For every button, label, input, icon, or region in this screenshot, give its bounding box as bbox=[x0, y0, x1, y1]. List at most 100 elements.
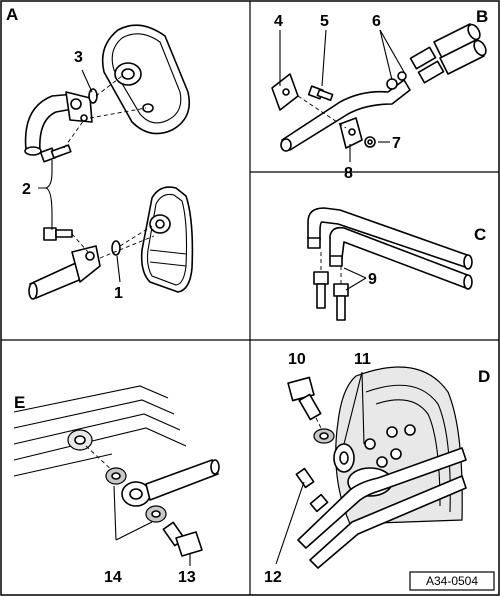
clip-6 bbox=[386, 78, 398, 90]
upper-cover-inner bbox=[111, 33, 182, 124]
bolt-9a-head bbox=[313, 271, 329, 285]
line-tube-end bbox=[280, 138, 292, 152]
lower-flange-boss bbox=[85, 251, 95, 261]
upper-cover-bore bbox=[121, 68, 135, 80]
leader-12 bbox=[275, 481, 305, 565]
leader-14a bbox=[113, 485, 117, 541]
housing-bolt-3 bbox=[390, 448, 402, 460]
section-label-b: B bbox=[476, 7, 488, 26]
bracket-hole bbox=[282, 88, 290, 96]
hose-upper-end bbox=[467, 23, 481, 41]
nut-7-bore bbox=[367, 139, 373, 145]
upper-flange-boss bbox=[70, 98, 82, 110]
housing-rib-5 bbox=[13, 453, 113, 477]
housing-rib-4 bbox=[13, 427, 187, 461]
lower-bolt-shank bbox=[55, 229, 73, 238]
section-label-a: A bbox=[6, 5, 18, 24]
bolt-10-shank bbox=[298, 393, 322, 421]
line-tube-lower bbox=[329, 226, 471, 289]
leader-2-lower bbox=[38, 187, 53, 230]
lower-projection bbox=[119, 225, 153, 247]
figure-ref: A34-0504 bbox=[426, 574, 478, 588]
union-fitting-lower bbox=[417, 60, 445, 84]
lower-projection-2 bbox=[99, 235, 155, 259]
b-projection bbox=[297, 95, 347, 129]
callout-14: 14 bbox=[104, 569, 122, 586]
section-e-illustration bbox=[13, 385, 220, 566]
callout-12: 12 bbox=[264, 569, 282, 586]
mounting-bracket-hole bbox=[348, 128, 356, 136]
section-a-illustration bbox=[24, 24, 194, 300]
bolt-9b-head bbox=[333, 283, 349, 297]
leader-6b bbox=[379, 29, 405, 73]
section-c-illustration bbox=[307, 207, 473, 321]
upper-flange-hole bbox=[80, 114, 88, 122]
callout-7: 7 bbox=[392, 135, 401, 152]
housing-bolt-1 bbox=[386, 426, 398, 438]
section-label-e: E bbox=[14, 393, 25, 412]
upper-projection bbox=[95, 75, 123, 97]
washer-14b-bore bbox=[151, 510, 161, 518]
callout-13: 13 bbox=[178, 569, 196, 586]
washer-14a-bore bbox=[111, 472, 121, 480]
e-projection bbox=[85, 445, 115, 473]
callout-2: 2 bbox=[22, 181, 31, 198]
lower-cover-bore bbox=[155, 219, 165, 229]
fitting-lower bbox=[329, 255, 343, 267]
section-b-illustration bbox=[271, 23, 487, 162]
leader-9a bbox=[343, 267, 367, 279]
banjo-union-bore bbox=[339, 451, 349, 465]
section-label-d: D bbox=[478, 367, 490, 386]
leader-2-upper bbox=[38, 160, 53, 189]
figure-ref-box bbox=[409, 571, 495, 591]
housing-rib-2 bbox=[13, 399, 175, 429]
callout-4: 4 bbox=[274, 13, 283, 30]
upper-cover-hole bbox=[142, 103, 154, 113]
housing-contour-2 bbox=[375, 399, 441, 507]
leader-11b bbox=[361, 371, 365, 445]
housing-contour-1 bbox=[365, 384, 451, 513]
lower-pipe-end bbox=[28, 282, 38, 300]
union-fitting-upper bbox=[409, 46, 437, 70]
section-label-c: C bbox=[474, 225, 486, 244]
hose-lower-end bbox=[473, 39, 487, 57]
housing-bolt-4 bbox=[376, 456, 388, 468]
leader-6a bbox=[379, 29, 393, 81]
line-clamp bbox=[309, 493, 329, 513]
fitting-upper bbox=[307, 237, 321, 249]
o-ring-1 bbox=[111, 240, 121, 256]
upper-cover-plate bbox=[101, 24, 191, 135]
bolt-9b-shank bbox=[336, 295, 346, 321]
housing-bolt-2 bbox=[404, 424, 416, 436]
banjo-bore bbox=[129, 488, 143, 500]
bolt-12 bbox=[295, 467, 315, 489]
o-ring-3 bbox=[88, 88, 98, 104]
callout-6: 6 bbox=[372, 13, 381, 30]
lower-cover-rib-2 bbox=[149, 261, 187, 267]
line-tube-lower-end bbox=[463, 274, 473, 290]
upper-projection-2 bbox=[89, 107, 147, 119]
upper-bolt-projection bbox=[63, 119, 85, 149]
leader-9b bbox=[345, 277, 367, 291]
callout-10: 10 bbox=[288, 351, 306, 368]
line-tube-upper-end bbox=[463, 254, 473, 270]
line-tube bbox=[281, 79, 411, 151]
housing-rib-3 bbox=[13, 413, 181, 445]
d-projection bbox=[315, 417, 323, 431]
housing-port-bore bbox=[74, 435, 86, 445]
leader-1 bbox=[116, 255, 121, 283]
upper-bolt-shank bbox=[50, 144, 72, 159]
callout-5: 5 bbox=[320, 13, 329, 30]
line-d-upper bbox=[297, 447, 467, 549]
housing-rib-1 bbox=[13, 385, 169, 413]
callout-1: 1 bbox=[114, 285, 123, 302]
bolt-9a-shank bbox=[316, 283, 326, 309]
lower-cover-rib-1 bbox=[149, 249, 187, 255]
leader-3 bbox=[81, 69, 93, 93]
washer-d-bore bbox=[319, 432, 329, 440]
upper-elbow-end bbox=[24, 146, 42, 156]
leader-5 bbox=[321, 29, 327, 87]
callout-8: 8 bbox=[344, 165, 353, 182]
